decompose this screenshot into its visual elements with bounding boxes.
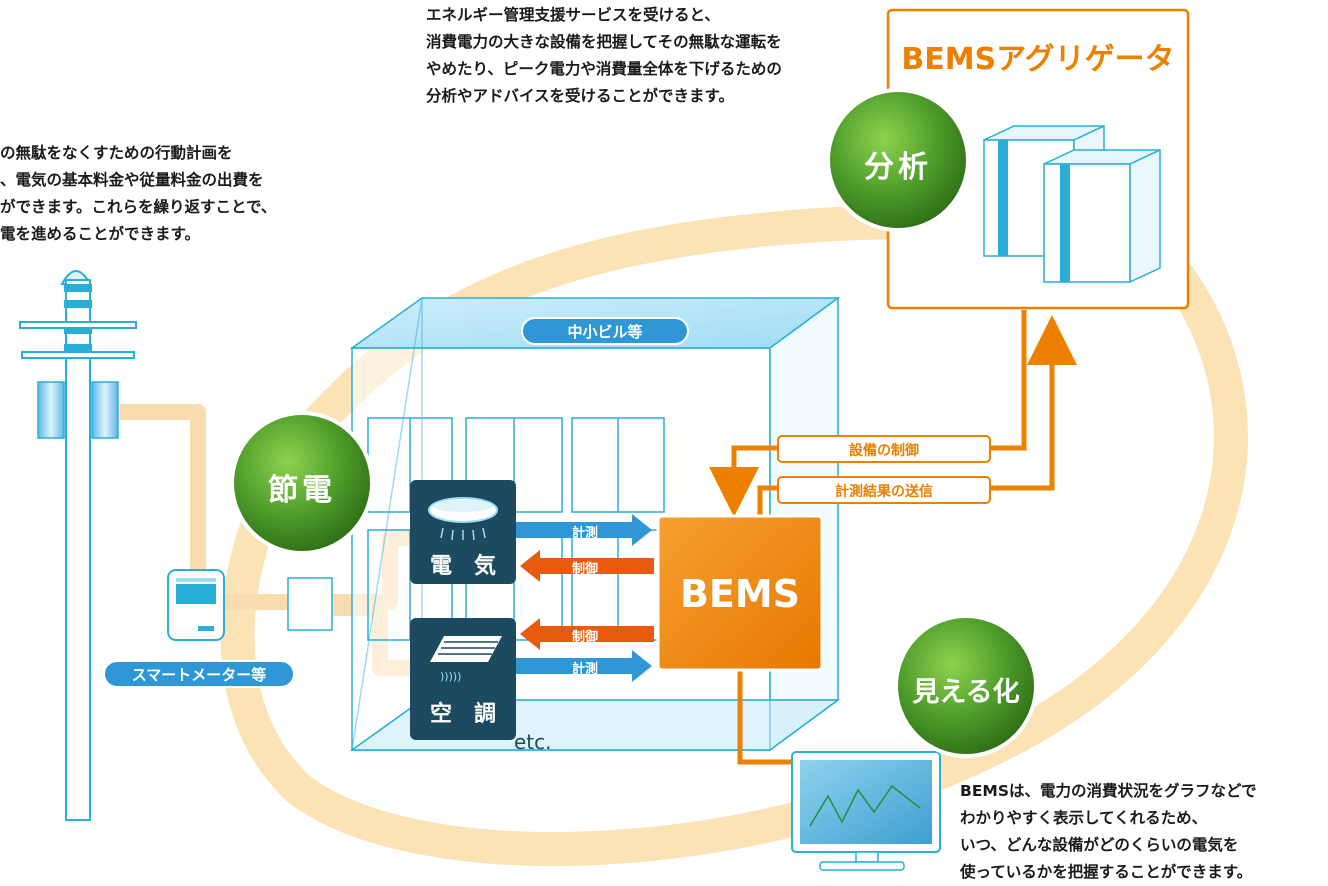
aircon-panel: ))))) xyxy=(410,618,516,740)
smart-meter-pill-label: スマートメーター等 xyxy=(131,666,267,684)
control-label-top: 制御 xyxy=(571,562,598,577)
intro-text-left: の無駄をなくすための行動計画を 、電気の基本料金や従量料金の出費を ができます。… xyxy=(0,144,277,243)
smart-meter-pill xyxy=(103,660,295,688)
bems-label: BEMS xyxy=(679,572,801,616)
send-results-label: 計測結果の送信 xyxy=(835,484,933,500)
save-power-label: 節電 xyxy=(268,473,336,508)
building-pill-label: 中小ビル等 xyxy=(567,323,643,341)
visualize-label: 見える化 xyxy=(912,677,1020,708)
intro-text-top: エネルギー管理支援サービスを受けると、 消費電力の大きな設備を把握してその無駄な… xyxy=(426,6,782,105)
measure-label-bottom: 計測 xyxy=(571,662,598,677)
control-label-bottom: 制御 xyxy=(571,630,598,645)
bems-box xyxy=(656,514,824,672)
utility-pole xyxy=(19,270,137,821)
aggregator-title: BEMSアグリゲータ xyxy=(901,42,1175,77)
visualize-circle xyxy=(894,614,1038,758)
etc-label: etc. xyxy=(514,730,552,754)
analysis-circle xyxy=(826,88,970,232)
smart-meter xyxy=(167,569,225,641)
cycle-ring xyxy=(220,205,1248,867)
equipment-control-label: 設備の制御 xyxy=(849,443,919,459)
electric-panel xyxy=(410,480,516,584)
save-power-circle xyxy=(230,411,374,555)
intro-text-bottom: BEMSは、電力の消費状況をグラフなどで わかりやすく表示してくれるため、 いつ… xyxy=(960,782,1257,881)
flow-arrows xyxy=(516,514,654,682)
electricity-label: 電 気 xyxy=(429,554,496,579)
aircon-label: 空 調 xyxy=(429,702,496,727)
building-pill xyxy=(521,317,689,345)
monitor xyxy=(791,751,941,871)
equipment-control-box xyxy=(777,435,991,463)
send-results-box xyxy=(777,476,991,504)
distribution-panel xyxy=(287,577,333,631)
server-racks xyxy=(983,124,1161,284)
measure-label-top: 計測 xyxy=(571,526,598,541)
analysis-label: 分析 xyxy=(864,150,932,185)
svg-text:))))): ))))) xyxy=(440,670,461,683)
